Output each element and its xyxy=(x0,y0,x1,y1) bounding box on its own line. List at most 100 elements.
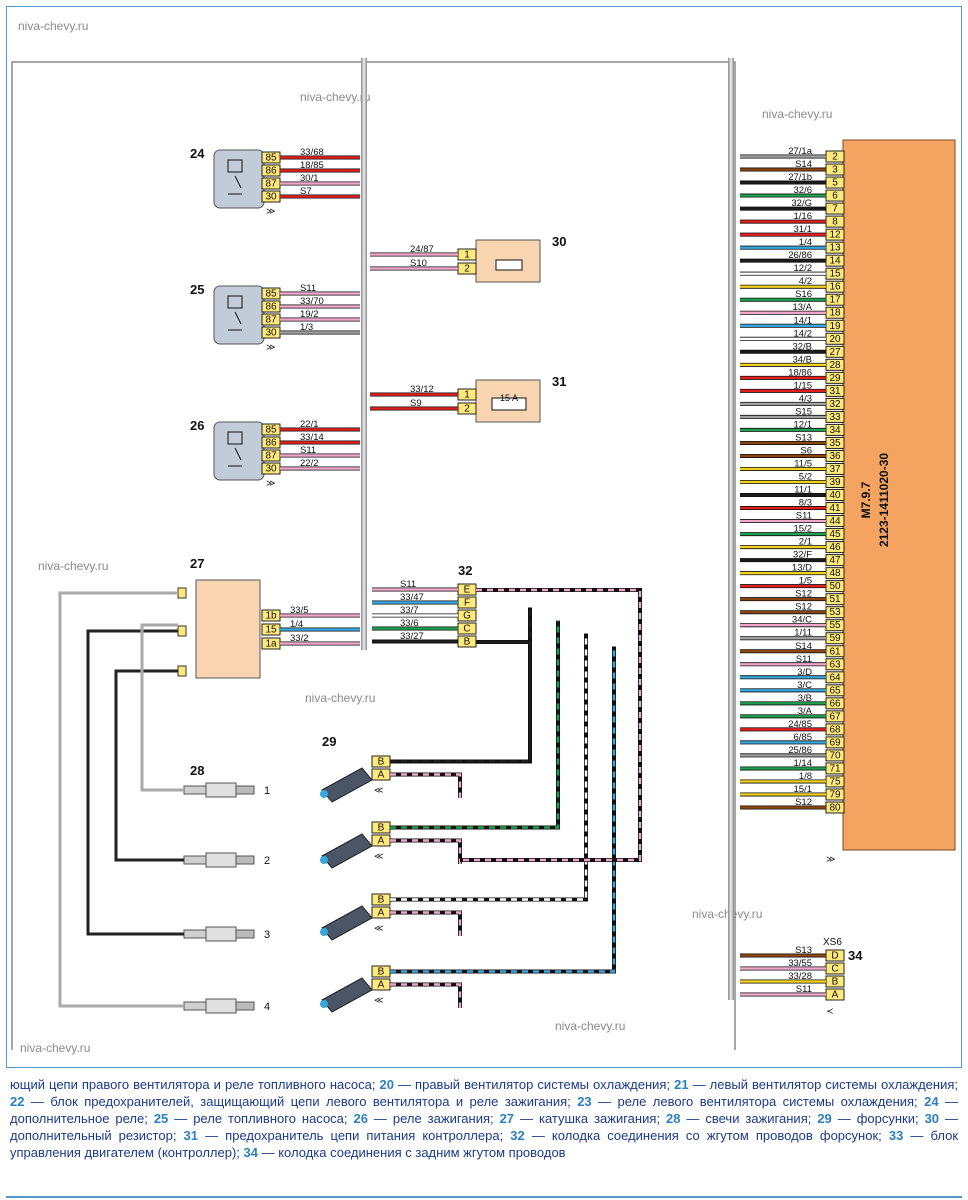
ecu-pin-label: 35 xyxy=(829,438,841,449)
ecu-pin-label: 16 xyxy=(829,282,841,293)
ecu-pin-label: 31 xyxy=(829,386,841,397)
coil-pin-label: 15 xyxy=(265,625,277,636)
spark-plug xyxy=(183,785,207,795)
ecu-pin-label: 28 xyxy=(829,360,841,371)
spark-plug-tip xyxy=(235,1001,255,1011)
ecu-pin-label: 45 xyxy=(829,529,841,540)
wire-label: 33/28 xyxy=(788,971,812,982)
wire-label: 33/55 xyxy=(788,958,812,969)
caption-text: — блок управления двигателем (контроллер… xyxy=(10,1128,958,1160)
ecu-pin-label: 61 xyxy=(829,646,841,657)
injector1-feed xyxy=(476,640,532,760)
injector-supply-wire xyxy=(390,910,462,936)
watermark-text: niva-chevy.ru xyxy=(692,907,762,921)
caption-text: — предохранитель цепи питания контроллер… xyxy=(198,1128,511,1143)
wire-label: 3/B xyxy=(798,693,812,704)
ht-lead-4 xyxy=(58,591,184,1008)
wire-label: S12 xyxy=(795,602,812,613)
relay-pin-label: 87 xyxy=(265,179,277,190)
wire-label: 32/F xyxy=(793,550,812,561)
ground-symbol: ≫ xyxy=(266,342,275,352)
wire-label: 22/1 xyxy=(300,419,319,430)
fuse-icon xyxy=(491,397,527,411)
wire-label: S6 xyxy=(800,445,812,456)
ecu-pin-label: 51 xyxy=(829,594,841,605)
caption-number: 31 xyxy=(183,1128,198,1143)
wire-label: 33/7 xyxy=(400,605,419,616)
wire-label: 1/11 xyxy=(794,628,812,639)
injector-supply-wire xyxy=(390,982,462,1008)
wire-label: 27/1b xyxy=(788,172,812,183)
wire-label: 14/2 xyxy=(794,328,813,339)
wire-label: 15/2 xyxy=(794,524,813,535)
ecu-pin-label: 50 xyxy=(829,581,841,592)
wire-label: S11 xyxy=(796,984,812,995)
caption-text: — реле зажигания; xyxy=(367,1111,500,1126)
wire-label: 32/B xyxy=(792,341,812,352)
spark-plug-tip xyxy=(235,785,255,795)
wire-label: S14 xyxy=(795,159,812,170)
ecu-pin-label: 79 xyxy=(829,789,841,800)
caption-number: 34 xyxy=(243,1145,258,1160)
wire-label: 3/A xyxy=(798,706,813,717)
injector-pin-label: B xyxy=(378,823,385,834)
caption-number: 28 xyxy=(665,1111,681,1126)
ht-lead-3 xyxy=(86,629,184,936)
injector-pin-label: A xyxy=(378,908,385,919)
spark-plug-body xyxy=(205,852,237,868)
wire-label: S13 xyxy=(795,432,812,443)
wire-label: 2/1 xyxy=(799,537,812,548)
connector-pin-label: C xyxy=(463,624,470,635)
xs6-pin-label: B xyxy=(832,977,839,988)
fuse-pin-label: 1 xyxy=(464,390,470,401)
relay-coil-icon xyxy=(227,159,243,173)
watermark-text: niva-chevy.ru xyxy=(305,691,375,705)
ecu-pin-label: 7 xyxy=(832,204,838,215)
wire-label: 33/12 xyxy=(410,384,434,395)
diagram-frame xyxy=(6,6,962,1068)
caption-number: 27 xyxy=(499,1111,515,1126)
ecu-model: M7.9.7 xyxy=(859,481,873,518)
relay-pin-label: 85 xyxy=(265,425,277,436)
caption-number: 29 xyxy=(817,1111,832,1126)
relay-pin-label: 87 xyxy=(265,451,277,462)
wire-label: 24/85 xyxy=(788,719,812,730)
connector-pin-label: B xyxy=(464,637,471,648)
injector-pin-label: B xyxy=(378,757,385,768)
spark-plug-tip xyxy=(235,855,255,865)
ecu-pin-label: 8 xyxy=(832,217,838,228)
resistor-pin-label: 1 xyxy=(464,250,470,261)
wire-label: 15/1 xyxy=(794,784,813,795)
injector-pin-label: A xyxy=(378,770,385,781)
component-number: 34 xyxy=(848,948,863,963)
xs6-pin-label: A xyxy=(832,990,839,1001)
connector-pin-label: G xyxy=(463,611,471,622)
ecu-pin-label: 67 xyxy=(829,711,841,722)
wire-label: S7 xyxy=(300,186,312,197)
wire-label: 11/5 xyxy=(794,458,812,469)
xs6-pin-label: C xyxy=(831,964,838,975)
wire-label: 32/G xyxy=(791,198,812,209)
ecu-pin-label: 55 xyxy=(829,620,841,631)
caption-number: 21 xyxy=(674,1077,689,1092)
ecu-pin-label: 70 xyxy=(829,750,841,761)
spark-plug xyxy=(183,929,207,939)
ecu-pin-label: 34 xyxy=(829,425,841,436)
relay-pin-label: 86 xyxy=(265,302,277,313)
caption-text: — реле топливного насоса; xyxy=(168,1111,354,1126)
caption-text: — блок предохранителей, защищающий цепи … xyxy=(24,1094,578,1109)
connector-pin-label: F xyxy=(464,598,470,609)
component-number: 25 xyxy=(190,282,204,297)
ecu-pin-label: 36 xyxy=(829,451,841,462)
ecu-pin-label: 14 xyxy=(829,256,841,267)
caption-number: 20 xyxy=(379,1077,394,1092)
caption-number: 30 xyxy=(924,1111,940,1126)
caption-number: 33 xyxy=(888,1128,904,1143)
wire-label: 1/8 xyxy=(799,771,812,782)
resistor-pin-label: 2 xyxy=(464,264,470,275)
wire-label: S12 xyxy=(795,589,812,600)
coil-terminal xyxy=(177,587,187,599)
injector-body xyxy=(321,767,373,803)
ecu-pin-label: 41 xyxy=(829,503,841,514)
